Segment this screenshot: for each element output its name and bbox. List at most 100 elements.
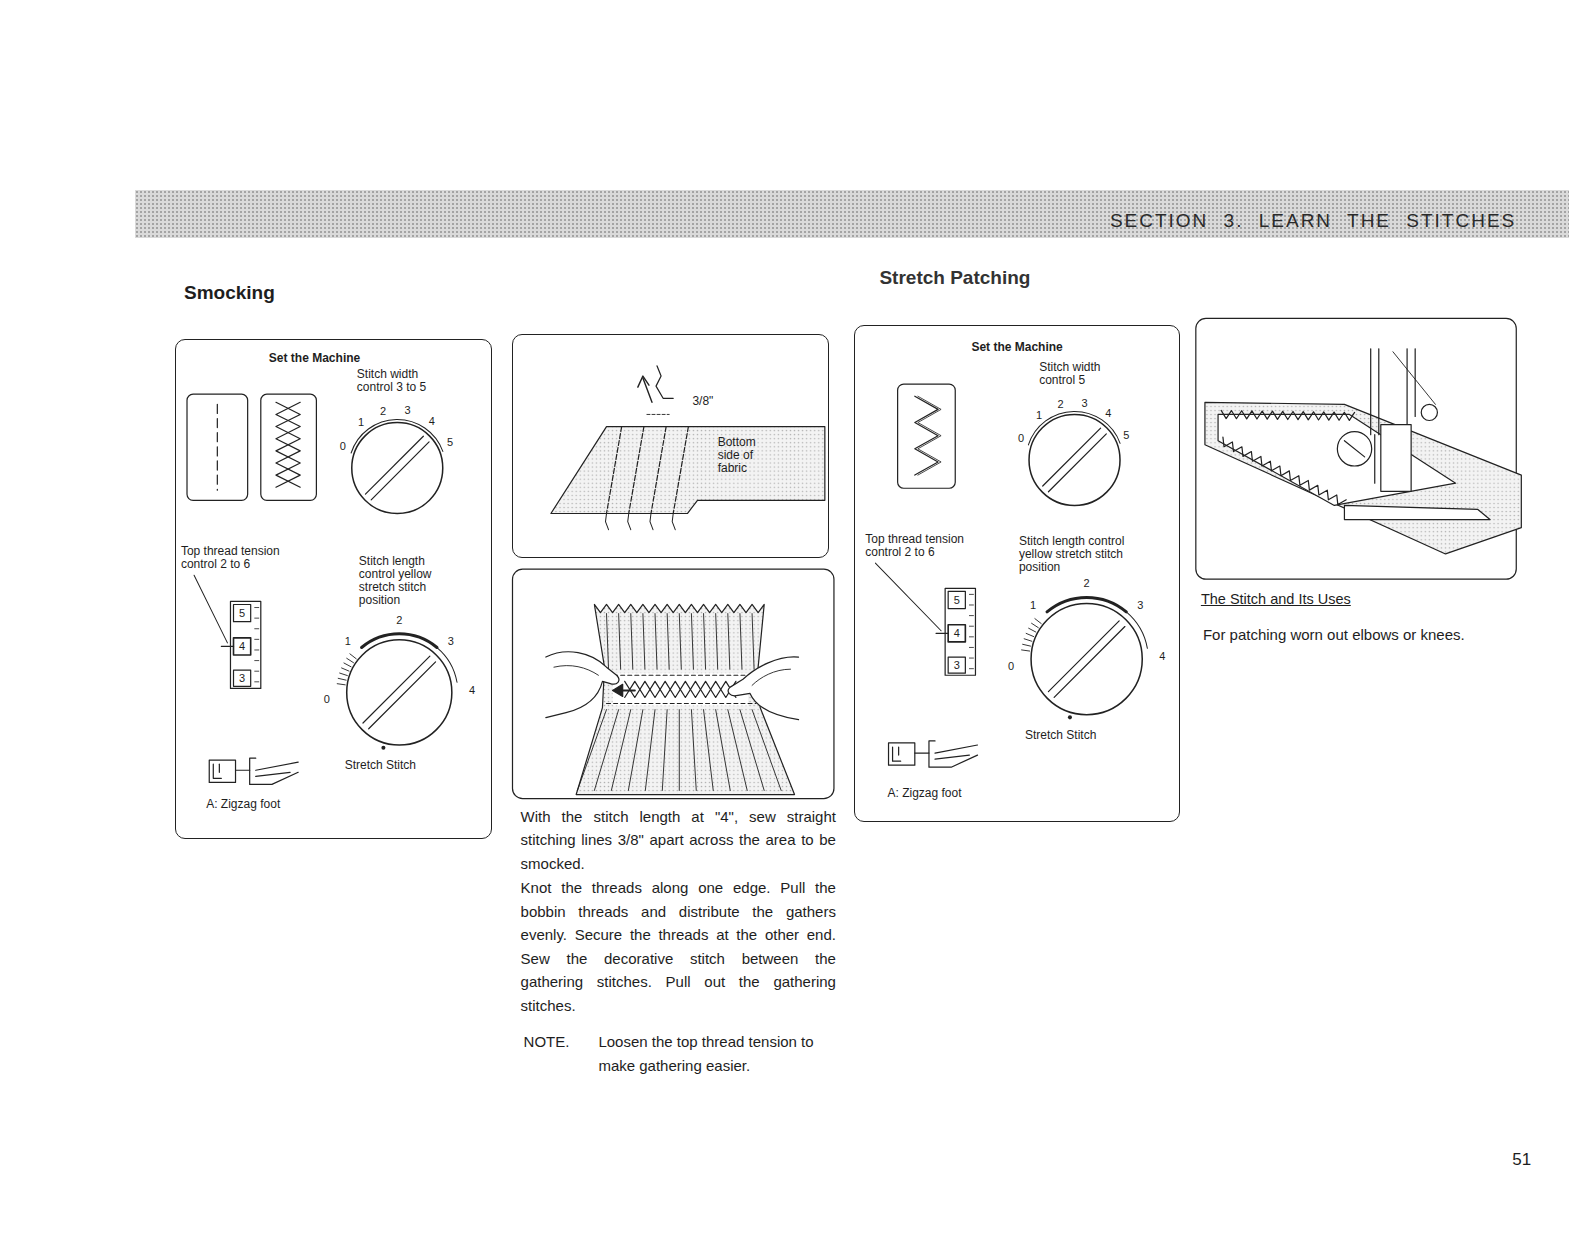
control-label: Stitch width control 3 to 5 — [357, 368, 453, 394]
stretch-zone-mark — [342, 668, 349, 671]
dimension-line — [647, 414, 669, 415]
pleat-line — [611, 710, 630, 791]
note-label: NOTE. — [524, 1030, 570, 1054]
section-title: SECTION 3. LEARN THE STITCHES — [1110, 210, 1516, 232]
gathering-stitch — [607, 703, 757, 704]
pleat-line — [594, 710, 618, 791]
smocking-band — [613, 673, 748, 705]
needle — [1374, 435, 1375, 484]
pleat-line — [577, 710, 606, 791]
tension-box — [234, 604, 251, 621]
dial-face — [1031, 603, 1142, 714]
dial-number: 0 — [340, 439, 346, 453]
tension-tick — [969, 604, 973, 605]
dial-number: 1 — [1030, 598, 1036, 612]
pleat-line — [667, 614, 669, 670]
leader-line — [875, 563, 941, 631]
presser-foot — [656, 366, 673, 398]
stretch-zone-mark — [1023, 644, 1031, 646]
pleat-line — [655, 614, 657, 670]
dial-setting: Stretch Stitch — [345, 759, 416, 772]
thread-tail — [672, 514, 675, 530]
dimension: 3/8" — [692, 395, 713, 408]
stretch-zone-mark — [1024, 639, 1032, 641]
dial-number: 5 — [447, 435, 453, 449]
pleat-line — [752, 710, 781, 791]
tension-box — [948, 657, 965, 673]
tension-tick — [969, 658, 973, 659]
zigzag-stitch — [915, 396, 938, 475]
dial-number: 1 — [345, 634, 351, 648]
tension-number: 3 — [239, 671, 245, 685]
dial-number: 5 — [1123, 428, 1129, 442]
foot-label: A: Zigzag foot — [206, 798, 280, 811]
tension-box — [234, 638, 251, 655]
pull-arrow — [613, 684, 623, 696]
pleat-line — [691, 710, 696, 791]
stretch-zone-mark — [344, 663, 351, 667]
section-heading: Stretch Patching — [879, 267, 1030, 289]
zigzag-seam — [1223, 437, 1346, 504]
pleat-line — [740, 710, 764, 791]
tension-tick — [969, 636, 973, 637]
callout-label: Bottom side of fabric — [718, 436, 781, 475]
stretch-zone-mark — [337, 684, 345, 685]
tension-tick — [969, 626, 973, 627]
tension-tick — [255, 671, 259, 672]
tension-tick — [255, 660, 259, 661]
illustration-panel — [512, 569, 833, 798]
needle-bar — [1378, 349, 1379, 435]
control-label: Top thread tension control 2 to 6 — [181, 545, 300, 571]
fabric — [551, 427, 825, 514]
dial-number: 2 — [1058, 397, 1064, 411]
foot-icon — [935, 755, 969, 759]
tension-strip — [945, 588, 975, 675]
control-label: Stitch length control yellow stretch sti… — [1019, 535, 1150, 574]
hand — [546, 652, 619, 718]
pleat-line — [716, 614, 718, 670]
hand — [752, 669, 790, 685]
zigzag-seam — [1221, 410, 1354, 420]
section-heading: Smocking — [184, 282, 275, 304]
thread — [1393, 352, 1435, 405]
straight-stitch — [217, 404, 218, 490]
presser-bar — [1406, 349, 1407, 425]
dial-number: 4 — [1105, 406, 1111, 420]
foot-shank — [1381, 425, 1411, 492]
tension-tick — [255, 618, 259, 619]
pleat-line — [645, 710, 655, 791]
tension-tick — [255, 649, 259, 650]
stitch-icon — [261, 394, 317, 500]
foot-icon — [256, 762, 298, 770]
dial-number: 4 — [1159, 649, 1165, 663]
dial-number: 2 — [396, 613, 402, 627]
tension-tick — [969, 594, 973, 595]
tension-number: 5 — [239, 606, 245, 620]
dial-number: 1 — [358, 415, 364, 429]
dial-pointer — [365, 436, 423, 494]
body-text: Knot the threads along one edge. Pull th… — [521, 876, 836, 1017]
pleat-line — [704, 614, 706, 670]
tension-number: 3 — [954, 658, 960, 672]
tension-number: 5 — [954, 593, 960, 607]
pull-arrow — [623, 689, 635, 691]
tension-tick — [255, 628, 259, 629]
stretch-zone-mark — [1032, 623, 1039, 627]
tension-pointer — [221, 646, 233, 647]
dial-face — [1029, 414, 1120, 505]
stretch-zone-mark — [1022, 650, 1030, 651]
sewing-arrow — [638, 376, 649, 387]
patch — [1218, 414, 1456, 505]
smocking-stitch — [625, 681, 736, 697]
tension-number: 4 — [239, 639, 245, 653]
panel-heading: Set the Machine — [971, 341, 1062, 354]
pleat-line — [679, 710, 680, 791]
dial-number: 0 — [1008, 659, 1014, 673]
dial-number: 3 — [1137, 598, 1143, 612]
dial-pointer — [363, 656, 430, 723]
stitch-icon — [187, 394, 248, 500]
tension-tick — [969, 668, 973, 669]
dial-pointer — [1054, 627, 1125, 698]
pleat-line — [662, 710, 667, 791]
foot-icon — [889, 743, 915, 765]
